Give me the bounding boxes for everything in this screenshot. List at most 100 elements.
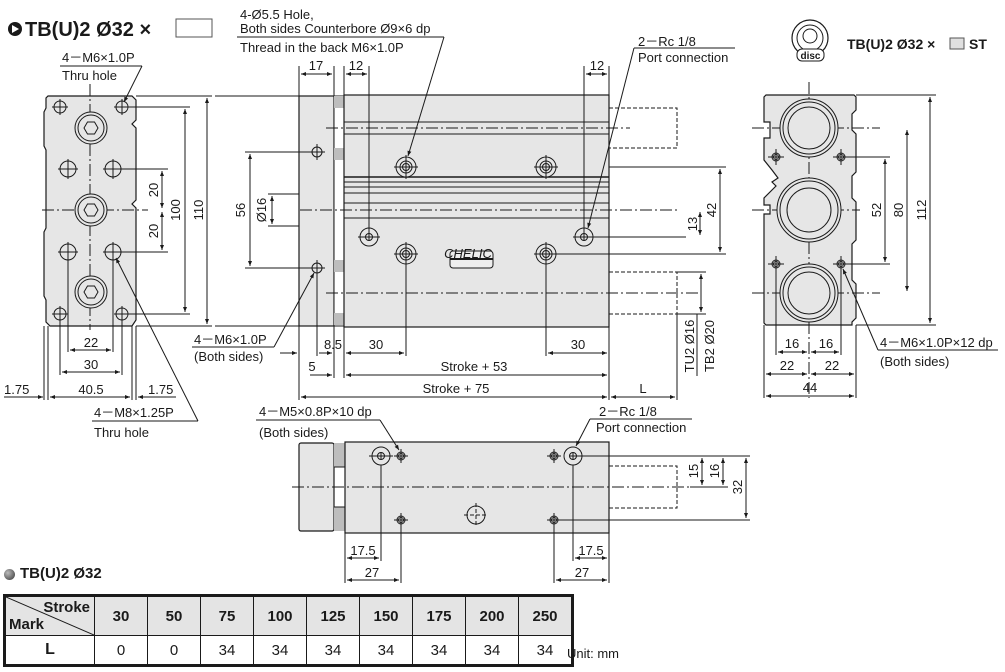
dim-top-left-27: 27 xyxy=(365,565,379,580)
nameplate: CHELIC xyxy=(444,246,494,269)
guide-rod-upper xyxy=(608,107,678,149)
callout-rear-line1: 4－M6×1.0P×12 dp xyxy=(880,335,993,350)
corner-mark-label: Mark xyxy=(9,616,45,633)
dim-stroke-75: Stroke + 75 xyxy=(423,381,490,396)
dim-dia-16: Ø16 xyxy=(254,198,269,223)
callout-counterbore-line2: Both sides Counterbore Ø9×6 dp xyxy=(240,21,430,36)
callout-m5-line2: (Both sides) xyxy=(259,425,328,440)
dim-top-16: 16 xyxy=(707,464,722,478)
dim-5: 5 xyxy=(308,359,315,374)
callout-top-port-line2: Port connection xyxy=(596,420,686,435)
dim-L: L xyxy=(639,381,646,396)
dim-pitch-upper: 20 xyxy=(146,183,161,197)
stroke-header-cell: 200 xyxy=(465,595,519,636)
stroke-length-table: Stroke Mark 30 50 75 100 125 150 175 200… xyxy=(3,594,574,667)
dim-plate-17: 17 xyxy=(309,58,323,73)
unit-label: Unit: mm xyxy=(567,646,619,661)
callout-counterbore-line3: Thread in the back M6×1.0P xyxy=(240,40,404,55)
dim-rod-tb2: TB2 Ø20 xyxy=(702,320,717,372)
dim-right-13: 13 xyxy=(685,217,700,231)
L-value-cell: 34 xyxy=(518,635,573,666)
table-header-row: Stroke Mark 30 50 75 100 125 150 175 200… xyxy=(4,595,573,636)
dim-pitch-80: 80 xyxy=(891,203,906,217)
callout-m6-thru-line2: Thru hole xyxy=(62,68,117,83)
L-value-cell: 34 xyxy=(253,635,307,666)
stroke-header-cell: 250 xyxy=(518,595,573,636)
dim-right-42: 42 xyxy=(704,203,719,217)
row-label-L: L xyxy=(4,635,95,666)
dim-top-32: 32 xyxy=(730,480,745,494)
dim-w16-right: 16 xyxy=(819,336,833,351)
dim-width-30: 30 xyxy=(84,357,98,372)
threaded-hole-icon xyxy=(394,449,561,527)
guide-rod-lower xyxy=(608,271,678,315)
stroke-input-box xyxy=(175,18,213,38)
dim-pitch-52: 52 xyxy=(869,203,884,217)
dim-height-100: 100 xyxy=(168,199,183,221)
nameplate-brand: CHELIC xyxy=(444,246,492,261)
dim-w22-right: 22 xyxy=(825,358,839,373)
callout-port-line2: Port connection xyxy=(638,50,728,65)
callout-m8-thru-line2: Thru hole xyxy=(94,425,149,440)
L-value-cell: 34 xyxy=(465,635,519,666)
L-value-cell: 34 xyxy=(359,635,413,666)
rear-view: 52 80 112 16 16 22 22 44 4－M6×1.0P×12 dp… xyxy=(752,82,998,398)
dim-edge-right: 1.75 xyxy=(148,382,173,397)
dim-top-left-17-5: 17.5 xyxy=(350,543,375,558)
callout-m5-line1: 4－M5×0.8P×10 dp xyxy=(259,404,372,419)
dim-left-30: 30 xyxy=(369,337,383,352)
dim-height-112: 112 xyxy=(914,200,929,221)
dim-8-5: 8.5 xyxy=(324,337,342,352)
center-hole-icon xyxy=(464,503,488,527)
model-title: TB(U)2 Ø32 × xyxy=(8,18,213,41)
table-bullet-icon xyxy=(4,569,15,580)
dim-w22-left: 22 xyxy=(780,358,794,373)
st-title: disc TB(U)2 Ø32 × ST xyxy=(791,19,987,62)
hex-bolt-icon xyxy=(74,275,108,309)
callout-rear-line2: (Both sides) xyxy=(880,354,949,369)
side-view: CHELIC 17 12 12 56 Ø16 13 42 xyxy=(192,7,735,400)
callout-top-port-line1: 2－Rc 1/8 xyxy=(599,404,657,419)
dim-pitch-lower: 20 xyxy=(146,224,161,238)
counterbore-hole-icon xyxy=(394,155,558,266)
dim-height-110: 110 xyxy=(191,200,206,221)
dim-pitch-56: 56 xyxy=(233,203,248,217)
stroke-header-cell: 100 xyxy=(253,595,307,636)
stroke-header-cell: 50 xyxy=(147,595,201,636)
compact-disc-icon: disc xyxy=(791,19,829,62)
table-row-L: L 0 0 34 34 34 34 34 34 34 xyxy=(4,635,573,666)
dim-width-40-5: 40.5 xyxy=(78,382,103,397)
stroke-header-cell: 150 xyxy=(359,595,413,636)
dim-right-12: 12 xyxy=(590,58,604,73)
callout-m8-thru-line1: 4－M8×1.25P xyxy=(94,405,174,420)
callout-port-line1: 2－Rc 1/8 xyxy=(638,34,696,49)
dim-top-right-27: 27 xyxy=(575,565,589,580)
dim-right-30: 30 xyxy=(571,337,585,352)
callout-m6-both-line1: 4－M6×1.0P xyxy=(194,332,267,347)
front-view: 20 20 100 110 22 30 40.5 1.75 1.75 4－M6×… xyxy=(4,50,212,440)
dim-stroke-53: Stroke + 53 xyxy=(441,359,508,374)
callout-m6-both-line2: (Both sides) xyxy=(194,349,263,364)
dim-top-15: 15 xyxy=(686,464,701,478)
table-corner-cell: Stroke Mark xyxy=(4,595,95,636)
rod-bore-icon xyxy=(776,98,842,323)
model-title-text: TB(U)2 Ø32 × xyxy=(25,19,151,41)
dim-rod-tu2: TU2 Ø16 xyxy=(682,320,697,373)
hex-bolt-icon xyxy=(74,193,108,227)
stroke-header-cell: 175 xyxy=(412,595,466,636)
dim-w16-left: 16 xyxy=(785,336,799,351)
callout-m6-thru-line1: 4－M6×1.0P xyxy=(62,50,135,65)
L-value-cell: 0 xyxy=(147,635,201,666)
st-suffix-text: ST xyxy=(969,36,987,52)
st-title-text: TB(U)2 Ø32 × xyxy=(847,36,935,52)
top-view: 15 16 32 17.5 27 17.5 27 4－M5×0.8P×10 dp… xyxy=(256,404,750,583)
dim-width-44: 44 xyxy=(803,380,817,395)
stroke-header-cell: 125 xyxy=(306,595,360,636)
dim-width-22: 22 xyxy=(84,335,98,350)
hex-bolt-icon xyxy=(74,111,108,145)
dim-left-12: 12 xyxy=(349,58,363,73)
corner-stroke-label: Stroke xyxy=(43,599,90,616)
L-value-cell: 0 xyxy=(94,635,148,666)
dim-edge-left: 1.75 xyxy=(4,382,29,397)
